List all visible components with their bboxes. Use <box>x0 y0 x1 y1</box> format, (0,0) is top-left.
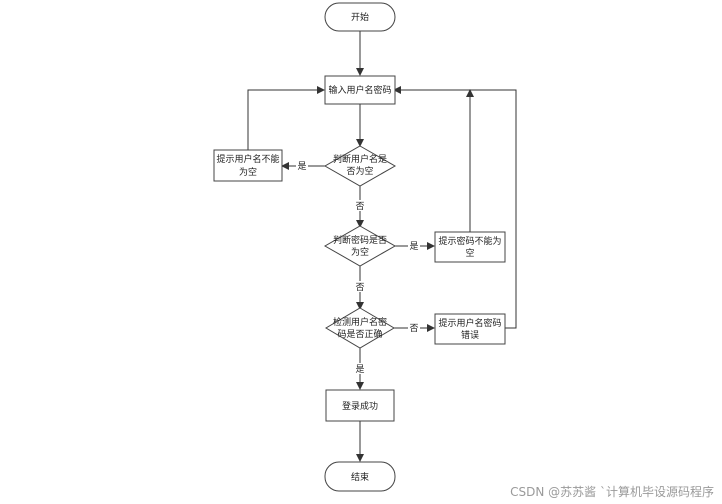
node-success: 登录成功 <box>325 389 395 422</box>
node-verify-line2: 码是否正确 <box>337 328 382 340</box>
node-check-user-line2: 否为空 <box>346 165 373 177</box>
label-user-empty-yes: 是 <box>297 161 306 172</box>
edge-labels: 是 否 是 否 否 是 <box>296 160 420 375</box>
node-start: 开始 <box>324 2 396 32</box>
label-verify-yes: 是 <box>355 364 364 375</box>
edge-tip-user-back <box>247 89 293 150</box>
node-tip-user-line2: 为空 <box>239 166 257 178</box>
node-tip-pwd: 提示密码不能为 空 <box>434 231 506 263</box>
node-tip-wrong: 提示用户名密码 错误 <box>434 313 506 345</box>
node-tip-wrong-line2: 错误 <box>461 329 479 341</box>
label-pwd-empty-no: 否 <box>355 282 364 293</box>
node-input-label: 输入用户名密码 <box>328 84 391 96</box>
node-check-pwd: 判断密码是否 为空 <box>323 225 397 267</box>
label-verify-no: 否 <box>409 323 418 334</box>
label-user-empty-no: 否 <box>355 201 364 212</box>
node-end: 结束 <box>324 461 396 492</box>
node-input: 输入用户名密码 <box>324 75 396 105</box>
label-pwd-empty-yes: 是 <box>409 241 418 252</box>
node-start-label: 开始 <box>351 11 369 23</box>
node-verify-line1: 检测用户名密 <box>333 316 387 328</box>
node-tip-pwd-line1: 提示密码不能为 <box>438 235 501 247</box>
node-verify: 检测用户名密 码是否正确 <box>325 307 395 349</box>
node-tip-pwd-line2: 空 <box>465 247 474 259</box>
watermark: CSDN @苏苏酱 `计算机毕设源码程序 <box>510 485 714 499</box>
node-tip-wrong-line1: 提示用户名密码 <box>438 317 501 329</box>
node-check-user: 判断用户名是 否为空 <box>323 145 397 187</box>
node-tip-user: 提示用户名不能 为空 <box>213 149 283 182</box>
node-tip-user-line1: 提示用户名不能 <box>216 153 279 165</box>
node-end-label: 结束 <box>351 471 369 483</box>
node-check-pwd-line1: 判断密码是否 <box>333 234 387 246</box>
node-check-user-line1: 判断用户名是 <box>333 153 387 165</box>
node-check-pwd-line2: 为空 <box>351 246 369 258</box>
node-success-label: 登录成功 <box>342 400 378 412</box>
edge-tip-wrong-back <box>393 86 517 329</box>
